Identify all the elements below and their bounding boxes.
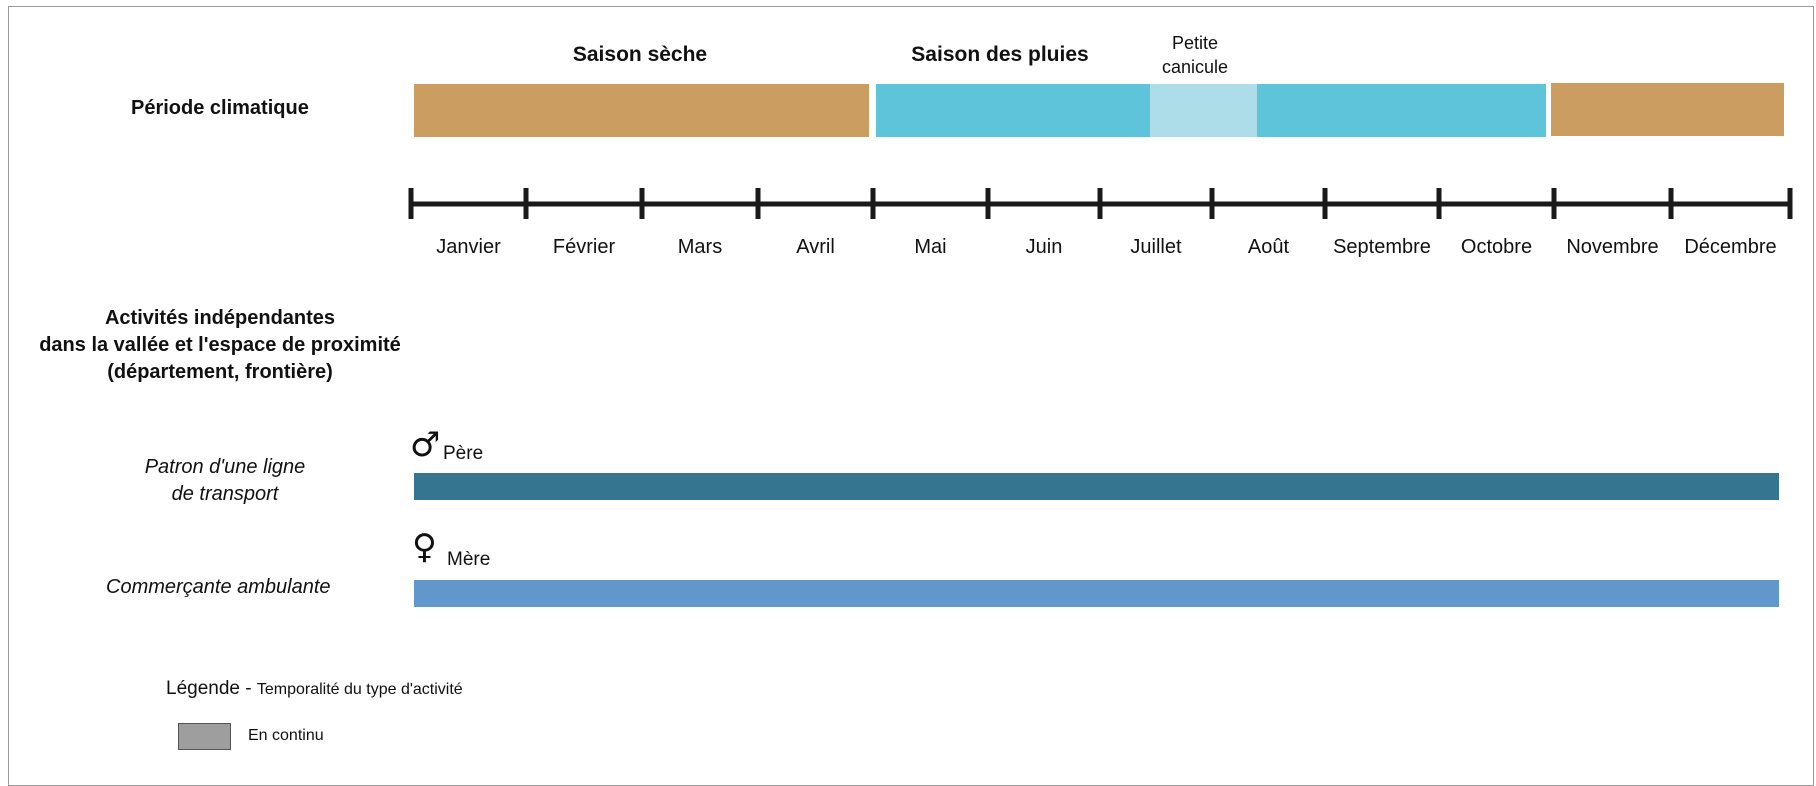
male-symbol-icon: ♂ [410, 425, 441, 465]
month-label: Février [552, 236, 616, 258]
female-symbol-icon: ♀ [412, 527, 437, 567]
month-label: Juillet [1130, 236, 1182, 258]
month-label: Mai [914, 236, 947, 258]
month-label: Juin [1025, 236, 1063, 258]
dry-season-label: Saison sèche [572, 43, 708, 66]
heatwave-label-line1: Petite [1171, 33, 1219, 53]
section-title: Activités indépendantes dans la vallée e… [20, 305, 420, 386]
month-label: Décembre [1684, 236, 1777, 258]
month-label: Août [1247, 236, 1290, 258]
section-title-line2: dans la vallée et l'espace de proximité [39, 334, 401, 356]
heatwave-label: Petite canicule [1140, 31, 1250, 79]
month-label: Novembre [1566, 236, 1659, 258]
legend-continuous-swatch [178, 723, 231, 750]
month-label: Septembre [1333, 236, 1431, 258]
month-label: Mars [677, 236, 723, 258]
father-activity-label: Patron d'une ligne de transport [110, 454, 340, 508]
mother-activity-bar [414, 580, 1779, 607]
section-title-line1: Activités indépendantes [104, 307, 336, 329]
legend-title: Légende [166, 678, 240, 699]
rainy-season-segment-1 [876, 84, 1151, 137]
month-label: Octobre [1460, 236, 1533, 258]
legend-dash: - [245, 678, 252, 699]
legend-title-row: Légende - Temporalité du type d'activité [166, 678, 463, 700]
month-label: Avril [796, 236, 835, 258]
legend-continuous-label: En continu [248, 727, 324, 744]
legend-subtitle: Temporalité du type d'activité [256, 681, 463, 698]
father-activity-bar [414, 473, 1779, 500]
dry-season-segment [414, 84, 869, 137]
father-activity-line2: de transport [171, 483, 279, 505]
mother-activity-label: Commerçante ambulante [106, 576, 331, 598]
heatwave-segment [1150, 84, 1258, 137]
mother-label: Mère [447, 549, 491, 570]
dry-season-segment-2 [1551, 83, 1784, 136]
heatwave-label-line2: canicule [1161, 57, 1229, 77]
rainy-season-label: Saison des pluies [911, 43, 1089, 66]
rainy-season-segment-2 [1257, 84, 1546, 137]
climate-row-label: Période climatique [131, 97, 309, 119]
month-label: Janvier [436, 236, 501, 258]
father-label: Père [443, 443, 484, 464]
father-activity-line1: Patron d'une ligne [144, 456, 306, 478]
section-title-line3: (département, frontière) [107, 361, 333, 383]
